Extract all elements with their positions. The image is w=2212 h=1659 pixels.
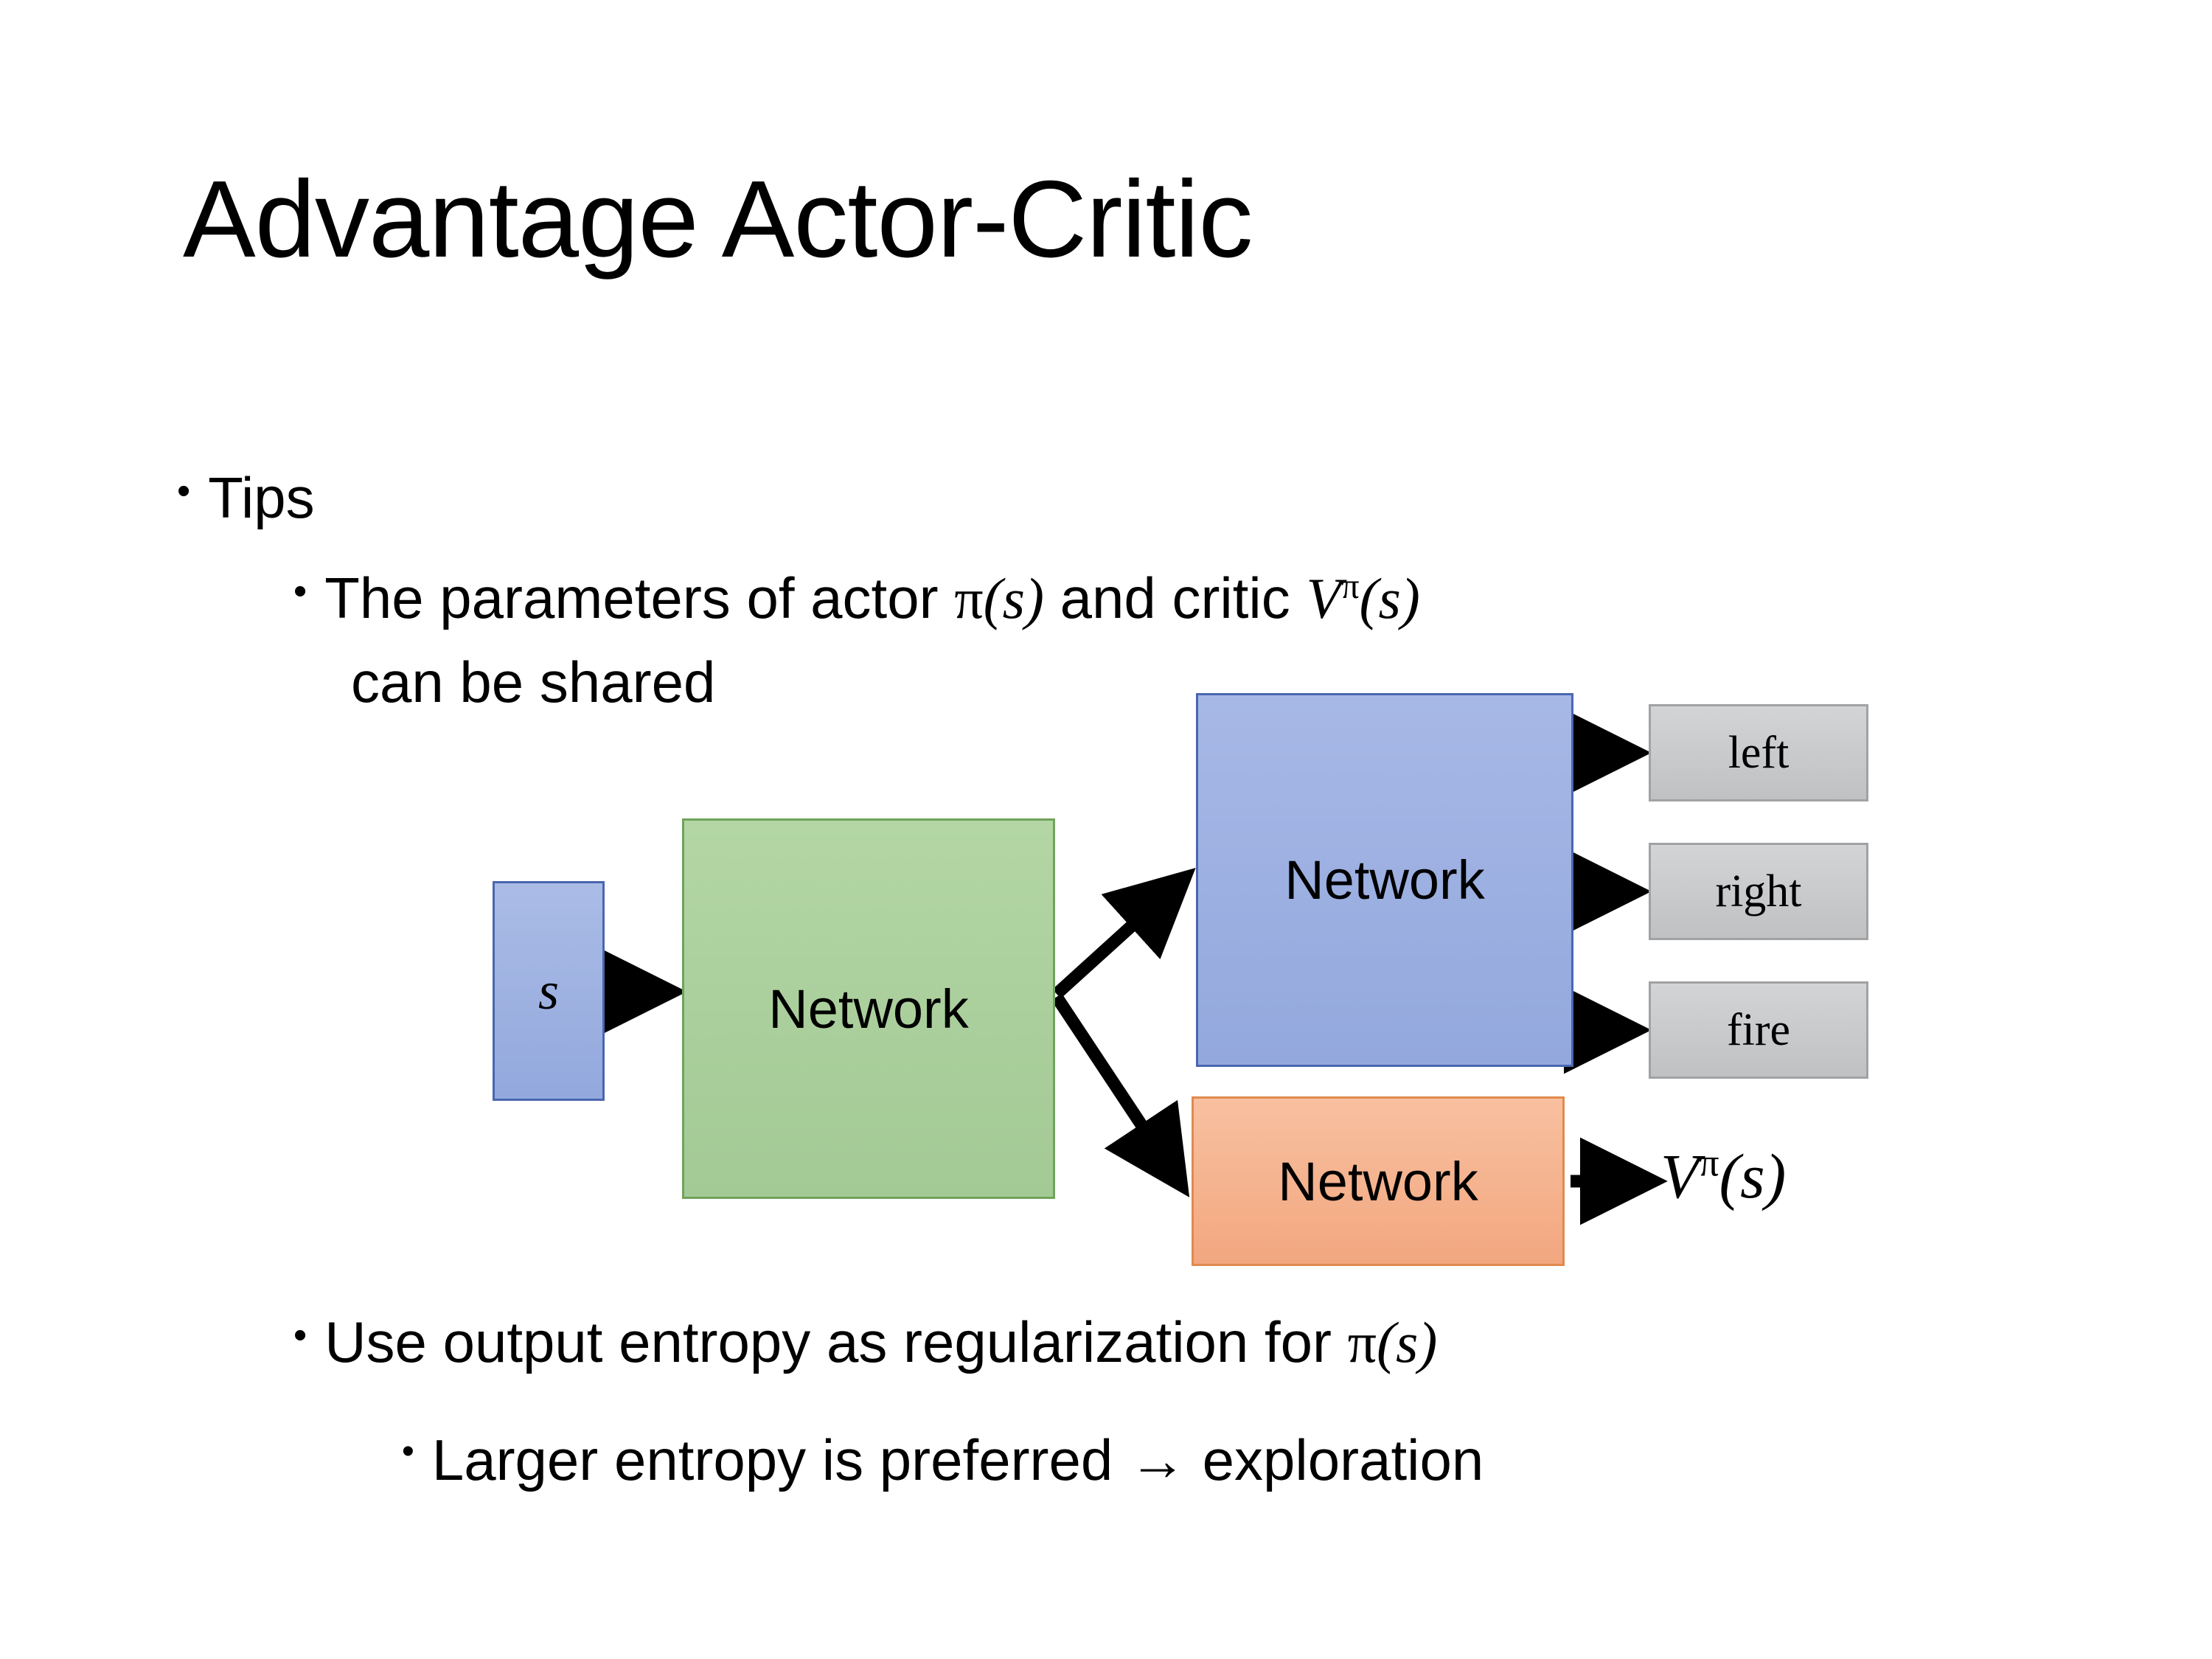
actor-network-box[interactable]: Network [1196,693,1573,1067]
pi-symbol: π [954,566,984,630]
bullet-shared-parameters-line2: can be shared [351,650,716,714]
v-superscript-pi: π [1341,567,1360,606]
bullet-entropy-regularization: • Use output entropy as regularization f… [293,1309,1437,1376]
bullet-dot-icon: • [293,1314,307,1357]
bullet-larger-entropy-label: Larger entropy is preferred → exploratio… [431,1427,1484,1492]
page-title: Advantage Actor-Critic [183,159,1253,280]
bullet-dot-icon: • [177,470,191,512]
entropy-prefix: Use output entropy as regularization for [324,1310,1348,1374]
pi-argument: (s) [983,566,1044,630]
v-argument: (s) [1719,1141,1787,1211]
bullet-dot-icon: • [293,570,307,613]
state-input-box[interactable]: s [493,881,605,1101]
action-label: fire [1726,1004,1791,1055]
pi-argument: (s) [1377,1310,1438,1374]
action-label: left [1728,727,1790,778]
v-argument: (s) [1359,566,1420,630]
bullet-tips-label: Tips [208,465,315,530]
bullet-entropy-text: Use output entropy as regularization for… [324,1309,1437,1376]
v-symbol: V [1306,566,1342,630]
shared-network-label: Network [768,978,969,1040]
v-symbol: V [1660,1141,1700,1211]
action-label: right [1715,866,1802,917]
shared-network-box[interactable]: Network [682,818,1055,1199]
value-function-output: Vπ(s) [1660,1139,1786,1213]
pi-symbol: π [1347,1310,1377,1374]
params-mid: and critic [1043,566,1307,630]
arrow-shared-to-actor [1052,868,1196,999]
critic-network-box[interactable]: Network [1192,1096,1565,1266]
arrow-shared-to-critic [1051,993,1190,1197]
action-output-left[interactable]: left [1649,704,1868,801]
v-superscript-pi: π [1699,1140,1719,1185]
state-label: s [538,961,560,1020]
action-output-fire[interactable]: fire [1649,981,1868,1079]
bullet-dot-icon: • [402,1432,414,1471]
params-prefix: The parameters of actor [324,566,955,630]
bullet-larger-entropy: • Larger entropy is preferred → explorat… [402,1427,1484,1494]
actor-network-label: Network [1284,849,1485,911]
bullet-tips: • Tips [177,465,315,532]
bullet-shared-parameters-text: The parameters of actor π(s) and critic … [324,565,1420,632]
action-output-right[interactable]: right [1649,843,1868,940]
bullet-shared-parameters: • The parameters of actor π(s) and criti… [293,565,1420,632]
critic-network-label: Network [1278,1150,1478,1212]
